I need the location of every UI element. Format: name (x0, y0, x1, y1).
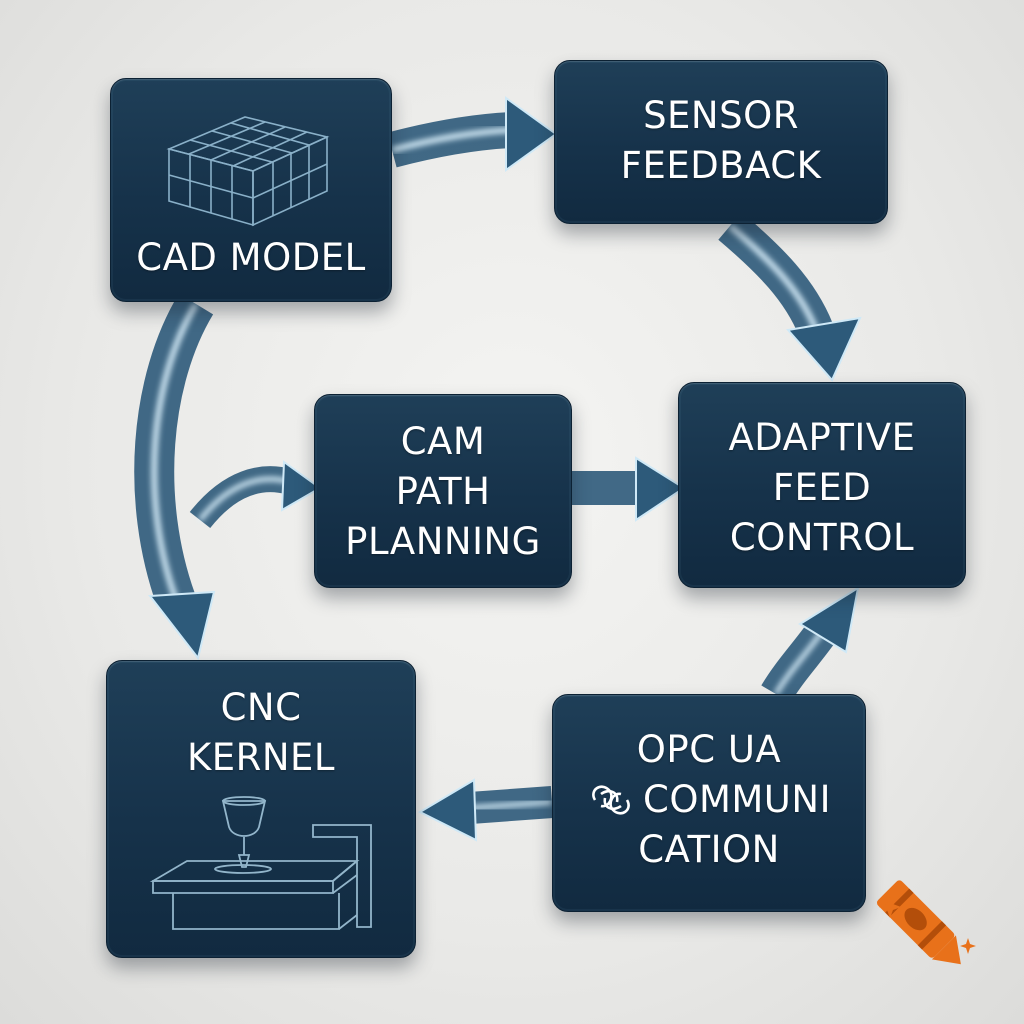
node-cam-line-3: PLANNING (345, 520, 541, 563)
node-cam-line-1: CAM (400, 420, 486, 463)
node-sensor-feedback-line-2: FEEDBACK (620, 144, 822, 187)
arrow-cam-to-adaptive (572, 456, 686, 522)
arrow-curl-to-cam (189, 460, 322, 529)
node-opc-line-2: COMMUNI (643, 778, 831, 821)
node-opc-ua-communication: OPC UA COMMUNI CATION (552, 694, 866, 912)
node-cad-model: CAD MODEL (110, 78, 392, 302)
node-cam-path-planning: CAM PATH PLANNING (314, 394, 572, 588)
node-cnc-line-1: CNC (220, 686, 302, 729)
arrow-cad-to-cnc (134, 293, 216, 661)
node-opc-line-3: CATION (638, 828, 780, 871)
crayon-logo-icon (876, 880, 976, 965)
node-sensor-feedback-line-1: SENSOR (643, 94, 799, 137)
node-adaptive-line-1: ADAPTIVE (728, 416, 916, 459)
node-adaptive-feed-control: ADAPTIVE FEED CONTROL (678, 382, 966, 588)
node-cnc-kernel: CNC KERNEL (106, 660, 416, 958)
node-sensor-feedback: SENSOR FEEDBACK (554, 60, 888, 224)
arrow-cad-to-sensor (387, 96, 558, 172)
arrow-opc-to-adaptive (761, 585, 860, 703)
node-cad-model-label: CAD MODEL (136, 236, 366, 279)
node-adaptive-line-2: FEED (772, 466, 872, 509)
arrow-opc-to-cnc (417, 778, 554, 842)
cnc-machine-icon (149, 796, 372, 930)
cube-wireframe-icon (166, 116, 330, 227)
node-cam-line-2: PATH (395, 470, 491, 513)
node-opc-line-1: OPC UA (636, 728, 782, 771)
node-adaptive-line-3: CONTROL (729, 516, 915, 559)
node-cnc-line-2: KERNEL (186, 736, 336, 779)
link-knot-icon (592, 785, 630, 815)
arrow-sensor-to-adaptive (718, 212, 862, 382)
